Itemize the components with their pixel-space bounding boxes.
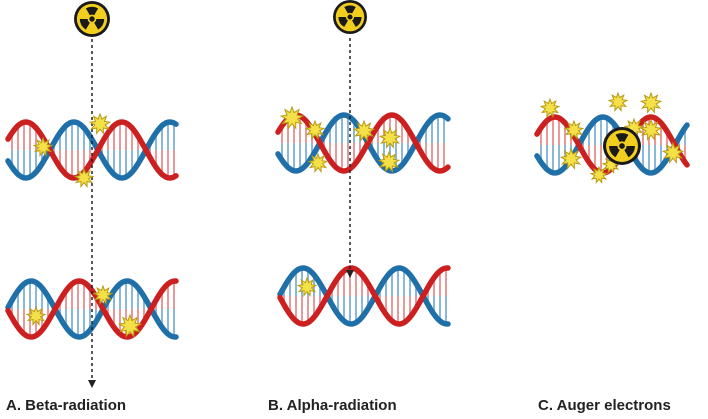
damage-burst-icon [32, 136, 54, 157]
damage-burst-icon [117, 313, 143, 338]
trefoil-blade [352, 17, 362, 28]
damage-burst-icon [539, 97, 561, 118]
radiation-trefoil-icon [333, 0, 367, 34]
damage-burst-icon [307, 152, 329, 173]
caption-alpha-radiation: B. Alpha-radiation [268, 397, 397, 414]
damage-burst-icon [563, 119, 585, 140]
trefoil-center [89, 16, 95, 22]
dna-strand-blue [277, 265, 451, 327]
damage-burst-icon [92, 284, 114, 305]
radiation-trefoil-icon [603, 127, 641, 165]
dna-strand-red [5, 278, 179, 340]
damage-burst-icon [304, 119, 326, 140]
caption-beta-radiation: A. Beta-radiation [6, 397, 127, 414]
damage-burst-icon [88, 112, 112, 135]
damage-burst-icon [377, 150, 401, 173]
trefoil-blade [615, 133, 629, 143]
dna-layer [5, 112, 690, 340]
damage-burst-icon [352, 119, 376, 142]
arrow-layer [88, 38, 354, 388]
trefoil-blade [338, 17, 348, 28]
trefoil-center [619, 143, 625, 149]
damage-burst-icon [25, 305, 47, 326]
dna-strand-blue [5, 119, 179, 181]
damage-burst-icon [589, 165, 609, 184]
dna-strand-red [275, 112, 451, 174]
dna-strand-red [277, 265, 451, 327]
trefoil-blade [609, 146, 620, 158]
damage-burst-icon [607, 91, 629, 112]
caption-auger-electrons: C. Auger electrons [538, 397, 671, 414]
damage-burst-icon [559, 147, 583, 170]
damage-burst-icon [279, 105, 305, 130]
dna-strand-blue [534, 114, 690, 176]
trefoil-blade [94, 19, 105, 30]
trefoil-center [347, 14, 353, 20]
trefoil-blade [85, 6, 99, 16]
damage-burst-icon [639, 91, 663, 114]
damage-burst-icon [639, 118, 663, 141]
radiation-trefoil-icon [74, 1, 110, 37]
source-layer [74, 0, 641, 165]
dna-helix-b-bottom [277, 265, 451, 327]
damage-burst-icon [296, 276, 318, 297]
damage-burst-icon [73, 167, 95, 188]
trefoil-blade [79, 19, 90, 30]
damage-burst-icon [661, 141, 685, 164]
damage-burst-icon [378, 126, 402, 149]
trefoil-blade [344, 5, 356, 14]
trefoil-blade [624, 146, 635, 158]
dna-helix-b-top [275, 112, 451, 174]
burst-layer [25, 91, 685, 338]
